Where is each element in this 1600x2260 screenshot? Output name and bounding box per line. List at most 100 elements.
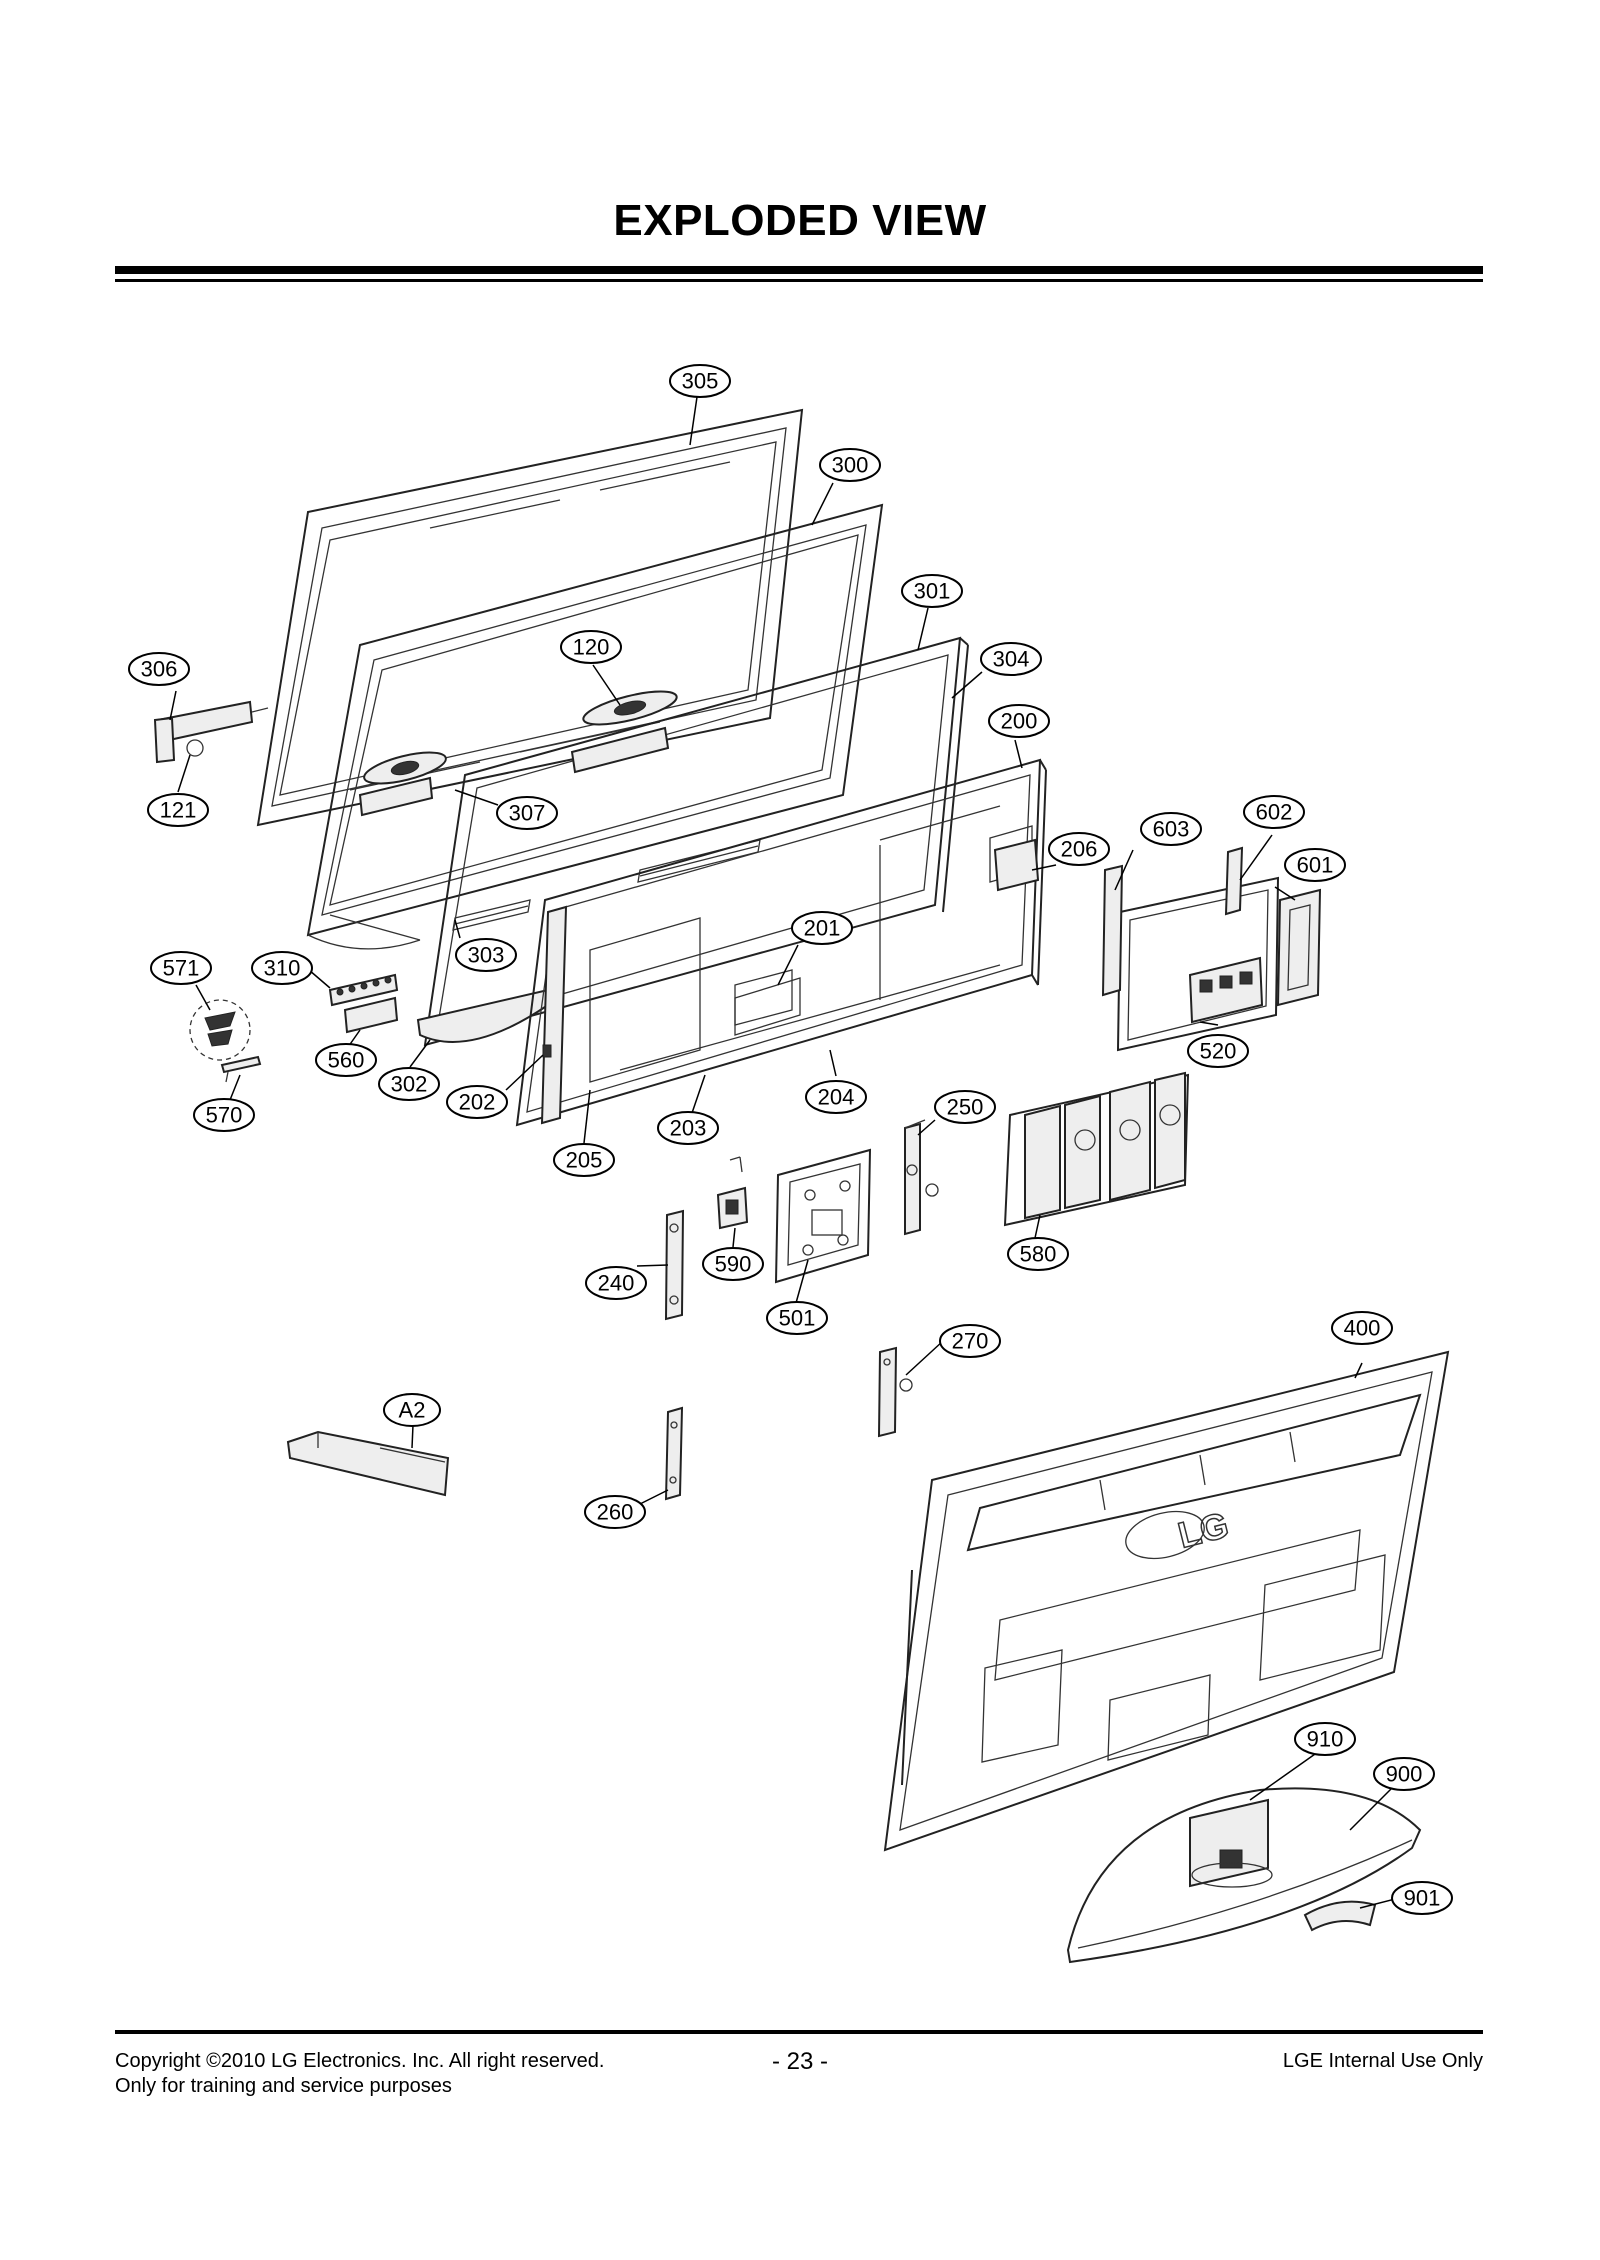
part-501-bracket — [774, 1148, 872, 1284]
callout-501: 501 — [766, 1301, 828, 1335]
callout-310: 310 — [251, 951, 313, 985]
callout-306: 306 — [128, 652, 190, 686]
svg-text:305: 305 — [682, 369, 719, 394]
svg-text:200: 200 — [1001, 709, 1038, 734]
svg-text:307: 307 — [509, 801, 546, 826]
part-571-570-ir — [189, 999, 262, 1083]
callout-200: 200 — [988, 704, 1050, 738]
callout-121: 121 — [147, 793, 209, 827]
svg-text:310: 310 — [264, 956, 301, 981]
part-560-pcb — [343, 996, 399, 1034]
footer-copyright: Copyright ©2010 LG Electronics. Inc. All… — [115, 2050, 605, 2072]
part-400-back-cover: LG — [883, 1350, 1450, 1852]
part-306-side-bracket — [153, 700, 269, 764]
footer-left: Copyright ©2010 LG Electronics. Inc. All… — [115, 2049, 604, 2099]
svg-text:260: 260 — [597, 1500, 634, 1525]
title-rule-thick — [115, 266, 1483, 274]
footer-purpose: Only for training and service purposes — [115, 2075, 452, 2097]
svg-text:A2: A2 — [399, 1398, 426, 1423]
part-901-cover — [1303, 1900, 1377, 1932]
svg-text:570: 570 — [206, 1103, 243, 1128]
part-580-power-board — [1003, 1071, 1190, 1227]
part-120-speakers — [363, 690, 678, 785]
callout-305: 305 — [669, 364, 731, 398]
svg-text:601: 601 — [1297, 853, 1334, 878]
callout-120: 120 — [560, 630, 622, 664]
svg-text:400: 400 — [1344, 1316, 1381, 1341]
callout-602: 602 — [1243, 795, 1305, 829]
svg-text:304: 304 — [993, 647, 1030, 672]
svg-text:501: 501 — [779, 1306, 816, 1331]
svg-text:300: 300 — [832, 453, 869, 478]
part-202 — [542, 1044, 552, 1058]
svg-text:270: 270 — [952, 1329, 989, 1354]
svg-text:901: 901 — [1404, 1886, 1441, 1911]
callout-204: 204 — [805, 1080, 867, 1114]
callout-302: 302 — [378, 1067, 440, 1101]
callout-901: 901 — [1391, 1881, 1453, 1915]
svg-text:205: 205 — [566, 1148, 603, 1173]
svg-text:202: 202 — [459, 1090, 496, 1115]
part-310-button-strip — [328, 973, 399, 1007]
part-240-bracket — [664, 1209, 685, 1321]
callout-400: 400 — [1331, 1311, 1393, 1345]
svg-text:303: 303 — [468, 943, 505, 968]
callout-260: 260 — [584, 1495, 646, 1529]
svg-text:302: 302 — [391, 1072, 428, 1097]
svg-text:900: 900 — [1386, 1762, 1423, 1787]
svg-text:121: 121 — [160, 798, 197, 823]
part-300-frame — [306, 503, 884, 941]
callout-203: 203 — [657, 1111, 719, 1145]
callout-571: 571 — [150, 951, 212, 985]
callout-520: 520 — [1187, 1034, 1249, 1068]
callout-304: 304 — [980, 642, 1042, 676]
svg-text:520: 520 — [1200, 1039, 1237, 1064]
part-A2-remote-control — [286, 1430, 450, 1497]
callout-601: 601 — [1284, 848, 1346, 882]
part-303-frame-bottom — [307, 839, 761, 950]
callout-580: 580 — [1007, 1237, 1069, 1271]
part-205-side-strip — [540, 905, 568, 1125]
svg-text:201: 201 — [804, 916, 841, 941]
svg-text:560: 560 — [328, 1048, 365, 1073]
page-number: - 23 - — [771, 2048, 828, 2075]
callout-300: 300 — [819, 448, 881, 482]
part-206-cover — [993, 838, 1040, 892]
part-900-stand-base — [1066, 1787, 1422, 1964]
svg-text:204: 204 — [818, 1085, 855, 1110]
callout-900: 900 — [1373, 1757, 1435, 1791]
part-250-bracket — [904, 1119, 939, 1236]
svg-text:580: 580 — [1020, 1242, 1057, 1267]
svg-text:240: 240 — [598, 1271, 635, 1296]
svg-text:206: 206 — [1061, 837, 1098, 862]
callout-910: 910 — [1294, 1722, 1356, 1756]
part-260-bracket — [664, 1406, 684, 1501]
svg-text:590: 590 — [715, 1252, 752, 1277]
svg-text:306: 306 — [141, 657, 178, 682]
part-201-plate — [734, 969, 793, 1026]
svg-text:203: 203 — [670, 1116, 707, 1141]
svg-text:120: 120 — [573, 635, 610, 660]
svg-text:571: 571 — [163, 956, 200, 981]
callout-206: 206 — [1048, 832, 1110, 866]
callout-270: 270 — [939, 1324, 1001, 1358]
svg-text:301: 301 — [914, 579, 951, 604]
callout-590: 590 — [702, 1247, 764, 1281]
callout-303: 303 — [455, 938, 517, 972]
callout-301: 301 — [901, 574, 963, 608]
callout-570: 570 — [193, 1098, 255, 1132]
part-305-front-bezel — [256, 408, 804, 827]
leader-lines — [169, 396, 1400, 1909]
callout-250: 250 — [934, 1090, 996, 1124]
callout-202: 202 — [446, 1085, 508, 1119]
footer-rule — [115, 2030, 1483, 2034]
callout-603: 603 — [1140, 812, 1202, 846]
callout-A2: A2 — [383, 1393, 441, 1427]
footer-internal: LGE Internal Use Only — [1282, 2050, 1483, 2072]
svg-text:603: 603 — [1153, 817, 1190, 842]
callout-240: 240 — [585, 1266, 647, 1300]
svg-text:602: 602 — [1256, 800, 1293, 825]
part-590-connector — [716, 1156, 749, 1230]
part-200-module-panel — [515, 758, 1047, 1127]
